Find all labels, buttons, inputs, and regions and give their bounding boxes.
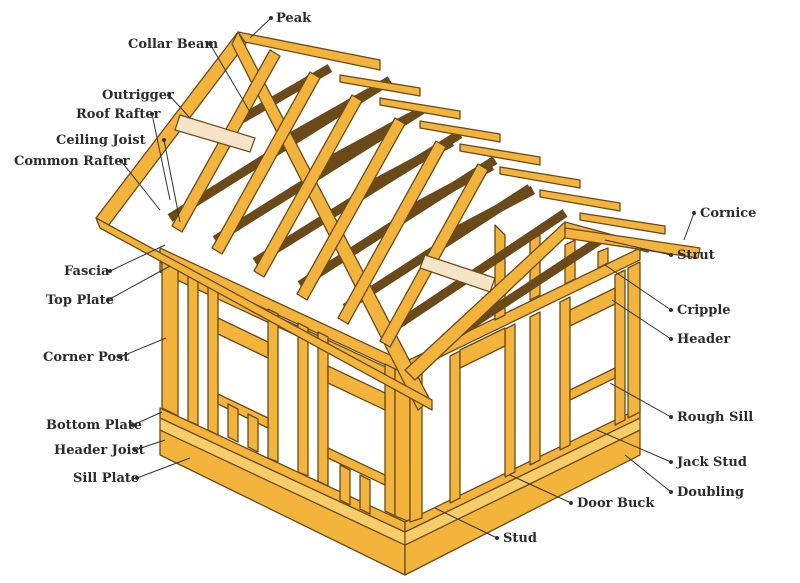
svg-text:Sill Plate: Sill Plate bbox=[73, 471, 139, 486]
svg-text:Corner Post: Corner Post bbox=[43, 350, 129, 365]
callout-corner-post: Corner Post bbox=[43, 337, 167, 365]
svg-text:Doubling: Doubling bbox=[677, 485, 744, 500]
callout-common-rafter: Common Rafter bbox=[14, 154, 161, 211]
svg-text:Jack Stud: Jack Stud bbox=[676, 455, 747, 470]
svg-text:Peak: Peak bbox=[276, 11, 312, 26]
roof-frame bbox=[95, 31, 701, 411]
callouts: Peak Collar Beam Outrigger Roof Rafter C… bbox=[14, 11, 756, 546]
svg-text:Header: Header bbox=[677, 332, 730, 347]
callout-strut: Strut bbox=[604, 239, 715, 263]
callout-door-buck: Door Buck bbox=[509, 474, 655, 511]
callout-jack-stud: Jack Stud bbox=[596, 429, 747, 470]
callout-peak: Peak bbox=[249, 11, 312, 39]
callout-doubling: Doubling bbox=[624, 454, 744, 500]
callout-cripple: Cripple bbox=[604, 264, 731, 318]
svg-text:Collar Beam: Collar Beam bbox=[128, 37, 218, 52]
svg-text:Door Buck: Door Buck bbox=[577, 496, 655, 511]
callout-collar-beam: Collar Beam bbox=[128, 37, 251, 113]
svg-text:Stud: Stud bbox=[503, 531, 537, 546]
svg-text:Outrigger: Outrigger bbox=[102, 88, 174, 103]
svg-text:Fascia: Fascia bbox=[64, 264, 110, 279]
callout-stud: Stud bbox=[434, 507, 537, 546]
svg-text:Top Plate: Top Plate bbox=[46, 293, 114, 308]
side-wall bbox=[404, 224, 641, 533]
callout-sill-plate: Sill Plate bbox=[73, 457, 191, 486]
svg-text:Common Rafter: Common Rafter bbox=[14, 154, 130, 169]
callout-ceiling-joist: Ceiling Joist bbox=[56, 133, 181, 223]
svg-text:Ceiling Joist: Ceiling Joist bbox=[56, 133, 146, 148]
callout-cornice: Cornice bbox=[683, 206, 756, 241]
callout-roof-rafter: Roof Rafter bbox=[76, 107, 171, 201]
callout-header: Header bbox=[611, 299, 730, 347]
svg-text:Roof Rafter: Roof Rafter bbox=[76, 107, 161, 122]
callout-rough-sill: Rough Sill bbox=[609, 382, 753, 425]
callout-outrigger: Outrigger bbox=[102, 88, 191, 119]
callout-bottom-plate: Bottom Plate bbox=[46, 411, 163, 433]
svg-text:Header Joist: Header Joist bbox=[54, 443, 145, 458]
svg-text:Rough Sill: Rough Sill bbox=[677, 410, 753, 425]
svg-text:Bottom Plate: Bottom Plate bbox=[46, 418, 142, 433]
svg-text:Cripple: Cripple bbox=[677, 303, 731, 318]
callout-fascia: Fascia bbox=[64, 244, 166, 279]
svg-text:Strut: Strut bbox=[677, 248, 715, 263]
callout-header-joist: Header Joist bbox=[54, 439, 166, 458]
callout-top-plate: Top Plate bbox=[46, 265, 171, 308]
svg-text:Cornice: Cornice bbox=[700, 206, 756, 221]
